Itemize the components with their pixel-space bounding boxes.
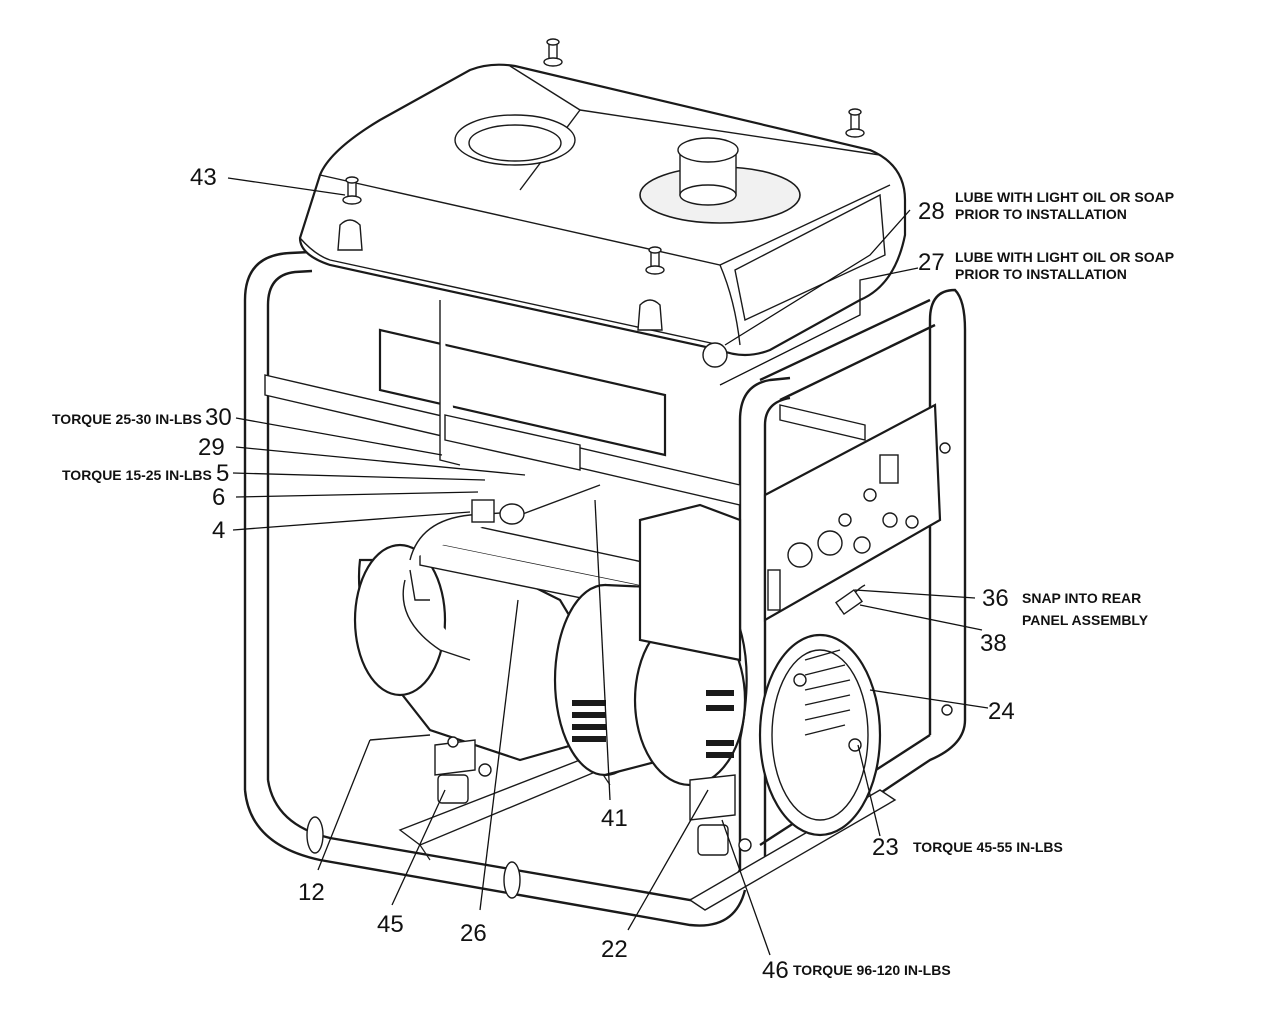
note-46: TORQUE 96-120 IN-LBS bbox=[793, 962, 951, 978]
callout-29: 29 bbox=[198, 434, 225, 461]
note-36-line1: SNAP INTO REAR bbox=[1022, 590, 1141, 606]
note-23: TORQUE 45-55 IN-LBS bbox=[913, 839, 1063, 855]
callout-notes: LUBE WITH LIGHT OIL OR SOAP PRIOR TO INS… bbox=[52, 189, 1174, 978]
engine-assembly bbox=[353, 503, 882, 856]
callout-28: 28 bbox=[918, 198, 945, 225]
control-panel bbox=[763, 403, 942, 622]
callout-27: 27 bbox=[918, 249, 945, 276]
callout-24: 24 bbox=[988, 698, 1015, 725]
callout-6: 6 bbox=[212, 484, 225, 511]
note-36-line2: PANEL ASSEMBLY bbox=[1022, 612, 1149, 628]
callout-4: 4 bbox=[212, 517, 225, 544]
callout-46: 46 bbox=[762, 957, 789, 984]
note-28-line1: LUBE WITH LIGHT OIL OR SOAP bbox=[955, 189, 1174, 205]
callout-5: 5 bbox=[216, 460, 229, 487]
note-28-line2: PRIOR TO INSTALLATION bbox=[955, 206, 1127, 222]
callout-45: 45 bbox=[377, 911, 404, 938]
note-30: TORQUE 25-30 IN-LBS bbox=[52, 411, 202, 427]
callout-43: 43 bbox=[190, 164, 217, 191]
callout-12: 12 bbox=[298, 879, 325, 906]
leader-lines bbox=[227, 177, 989, 956]
tube-frame bbox=[243, 250, 967, 927]
callout-26: 26 bbox=[460, 920, 487, 947]
end-bell-louvers bbox=[804, 649, 851, 736]
callout-38: 38 bbox=[980, 630, 1007, 657]
callout-36: 36 bbox=[982, 585, 1009, 612]
callout-30: 30 bbox=[205, 404, 232, 431]
alternator-vents bbox=[572, 690, 734, 758]
callout-numbers: 43 28 27 30 29 5 6 4 36 38 24 41 23 12 4… bbox=[190, 164, 1015, 984]
callout-23: 23 bbox=[872, 834, 899, 861]
tank-screws bbox=[342, 38, 865, 275]
callout-41: 41 bbox=[601, 805, 628, 832]
note-5: TORQUE 15-25 IN-LBS bbox=[62, 467, 212, 483]
fuel-tank bbox=[298, 63, 907, 368]
callout-22: 22 bbox=[601, 936, 628, 963]
note-27-line1: LUBE WITH LIGHT OIL OR SOAP bbox=[955, 249, 1174, 265]
fuel-hose-and-wires bbox=[369, 484, 866, 741]
note-27-line2: PRIOR TO INSTALLATION bbox=[955, 266, 1127, 282]
support-brackets bbox=[264, 300, 866, 506]
